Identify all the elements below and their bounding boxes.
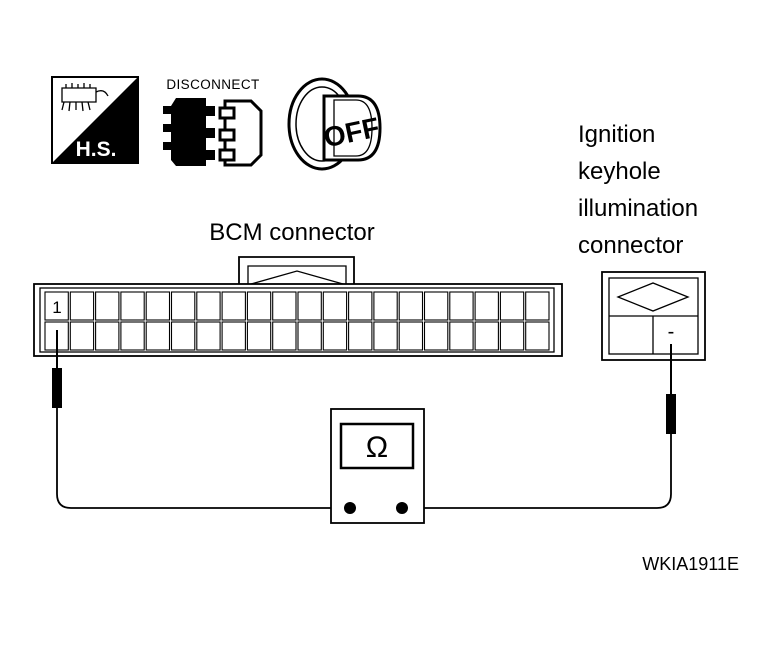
ignition-connector-title-line-3: illumination bbox=[578, 195, 698, 222]
left-probe bbox=[52, 368, 62, 408]
bcm-cavity bbox=[145, 291, 171, 321]
bcm-cavity bbox=[423, 291, 449, 321]
bcm-cavity bbox=[95, 321, 120, 351]
bcm-cavity bbox=[499, 291, 525, 321]
bcm-cavity bbox=[69, 291, 95, 321]
harness-connector-sketch-icon bbox=[61, 83, 109, 112]
bcm-cavity bbox=[170, 321, 196, 351]
bcm-cavity bbox=[120, 291, 145, 321]
ignition-connector-title-line-2: keyhole bbox=[578, 158, 661, 185]
bcm-cavity bbox=[525, 321, 550, 351]
disconnect-icon: DISCONNECT bbox=[163, 77, 263, 167]
bcm-cavity bbox=[398, 291, 424, 321]
bcm-cavity bbox=[221, 321, 246, 351]
disconnect-text: DISCONNECT bbox=[166, 77, 259, 92]
left-lead-wire bbox=[56, 408, 350, 509]
bcm-cavity bbox=[246, 321, 272, 351]
bcm-cavity bbox=[322, 321, 348, 351]
ignition-connector-title-line-4: connector bbox=[578, 232, 683, 259]
ignition-connector-minus-terminal: - bbox=[668, 321, 675, 343]
bcm-cavity bbox=[297, 321, 322, 351]
ohmmeter-symbol: Ω bbox=[366, 431, 388, 464]
bcm-pin-1-label: 1 bbox=[52, 298, 61, 317]
bcm-cavity bbox=[525, 291, 550, 321]
bcm-cavity bbox=[474, 291, 499, 321]
bcm-cavity bbox=[196, 291, 221, 321]
harness-side-text: H.S. bbox=[76, 138, 117, 161]
bcm-cavity bbox=[145, 321, 171, 351]
bcm-cavity bbox=[44, 291, 69, 321]
bcm-cavity bbox=[69, 321, 95, 351]
bcm-cavity bbox=[449, 321, 474, 351]
figure-id: WKIA1911E bbox=[642, 554, 739, 574]
right-lead-wire bbox=[402, 434, 672, 509]
bcm-connector-title: BCM connector bbox=[209, 219, 374, 246]
bcm-cavity bbox=[474, 321, 499, 351]
bcm-cavity bbox=[272, 291, 297, 321]
bcm-cavity bbox=[95, 291, 120, 321]
bcm-cavity bbox=[348, 291, 373, 321]
bcm-cavity bbox=[272, 321, 297, 351]
harness-side-icon: H.S. bbox=[51, 76, 139, 164]
bcm-cavity bbox=[373, 291, 398, 321]
ignition-keyhole-connector: Ignition keyhole illumination connector … bbox=[578, 121, 706, 361]
bcm-cavities bbox=[44, 291, 550, 351]
bcm-cavity bbox=[449, 291, 474, 321]
ohmmeter: Ω bbox=[330, 408, 425, 524]
bcm-cavity bbox=[120, 321, 145, 351]
bcm-cavity bbox=[398, 321, 424, 351]
ignition-connector-title-line-1: Ignition bbox=[578, 121, 655, 148]
bcm-cavity bbox=[246, 291, 272, 321]
bcm-cavity bbox=[348, 321, 373, 351]
bcm-cavity bbox=[423, 321, 449, 351]
right-probe bbox=[666, 394, 676, 434]
bcm-cavity bbox=[196, 321, 221, 351]
bcm-cavity bbox=[297, 291, 322, 321]
test-leads bbox=[52, 330, 676, 509]
bcm-cavity bbox=[221, 291, 246, 321]
ignition-off-icon: OFF bbox=[287, 77, 382, 171]
ohmmeter-terminal-right bbox=[396, 502, 408, 514]
bcm-cavity bbox=[373, 321, 398, 351]
bcm-cavity bbox=[170, 291, 196, 321]
bcm-connector: BCM connector 1 bbox=[33, 219, 563, 357]
disconnect-plug-left-icon bbox=[163, 98, 206, 166]
ohmmeter-terminal-left bbox=[344, 502, 356, 514]
bcm-cavity bbox=[322, 291, 348, 321]
bcm-cavity bbox=[499, 321, 525, 351]
